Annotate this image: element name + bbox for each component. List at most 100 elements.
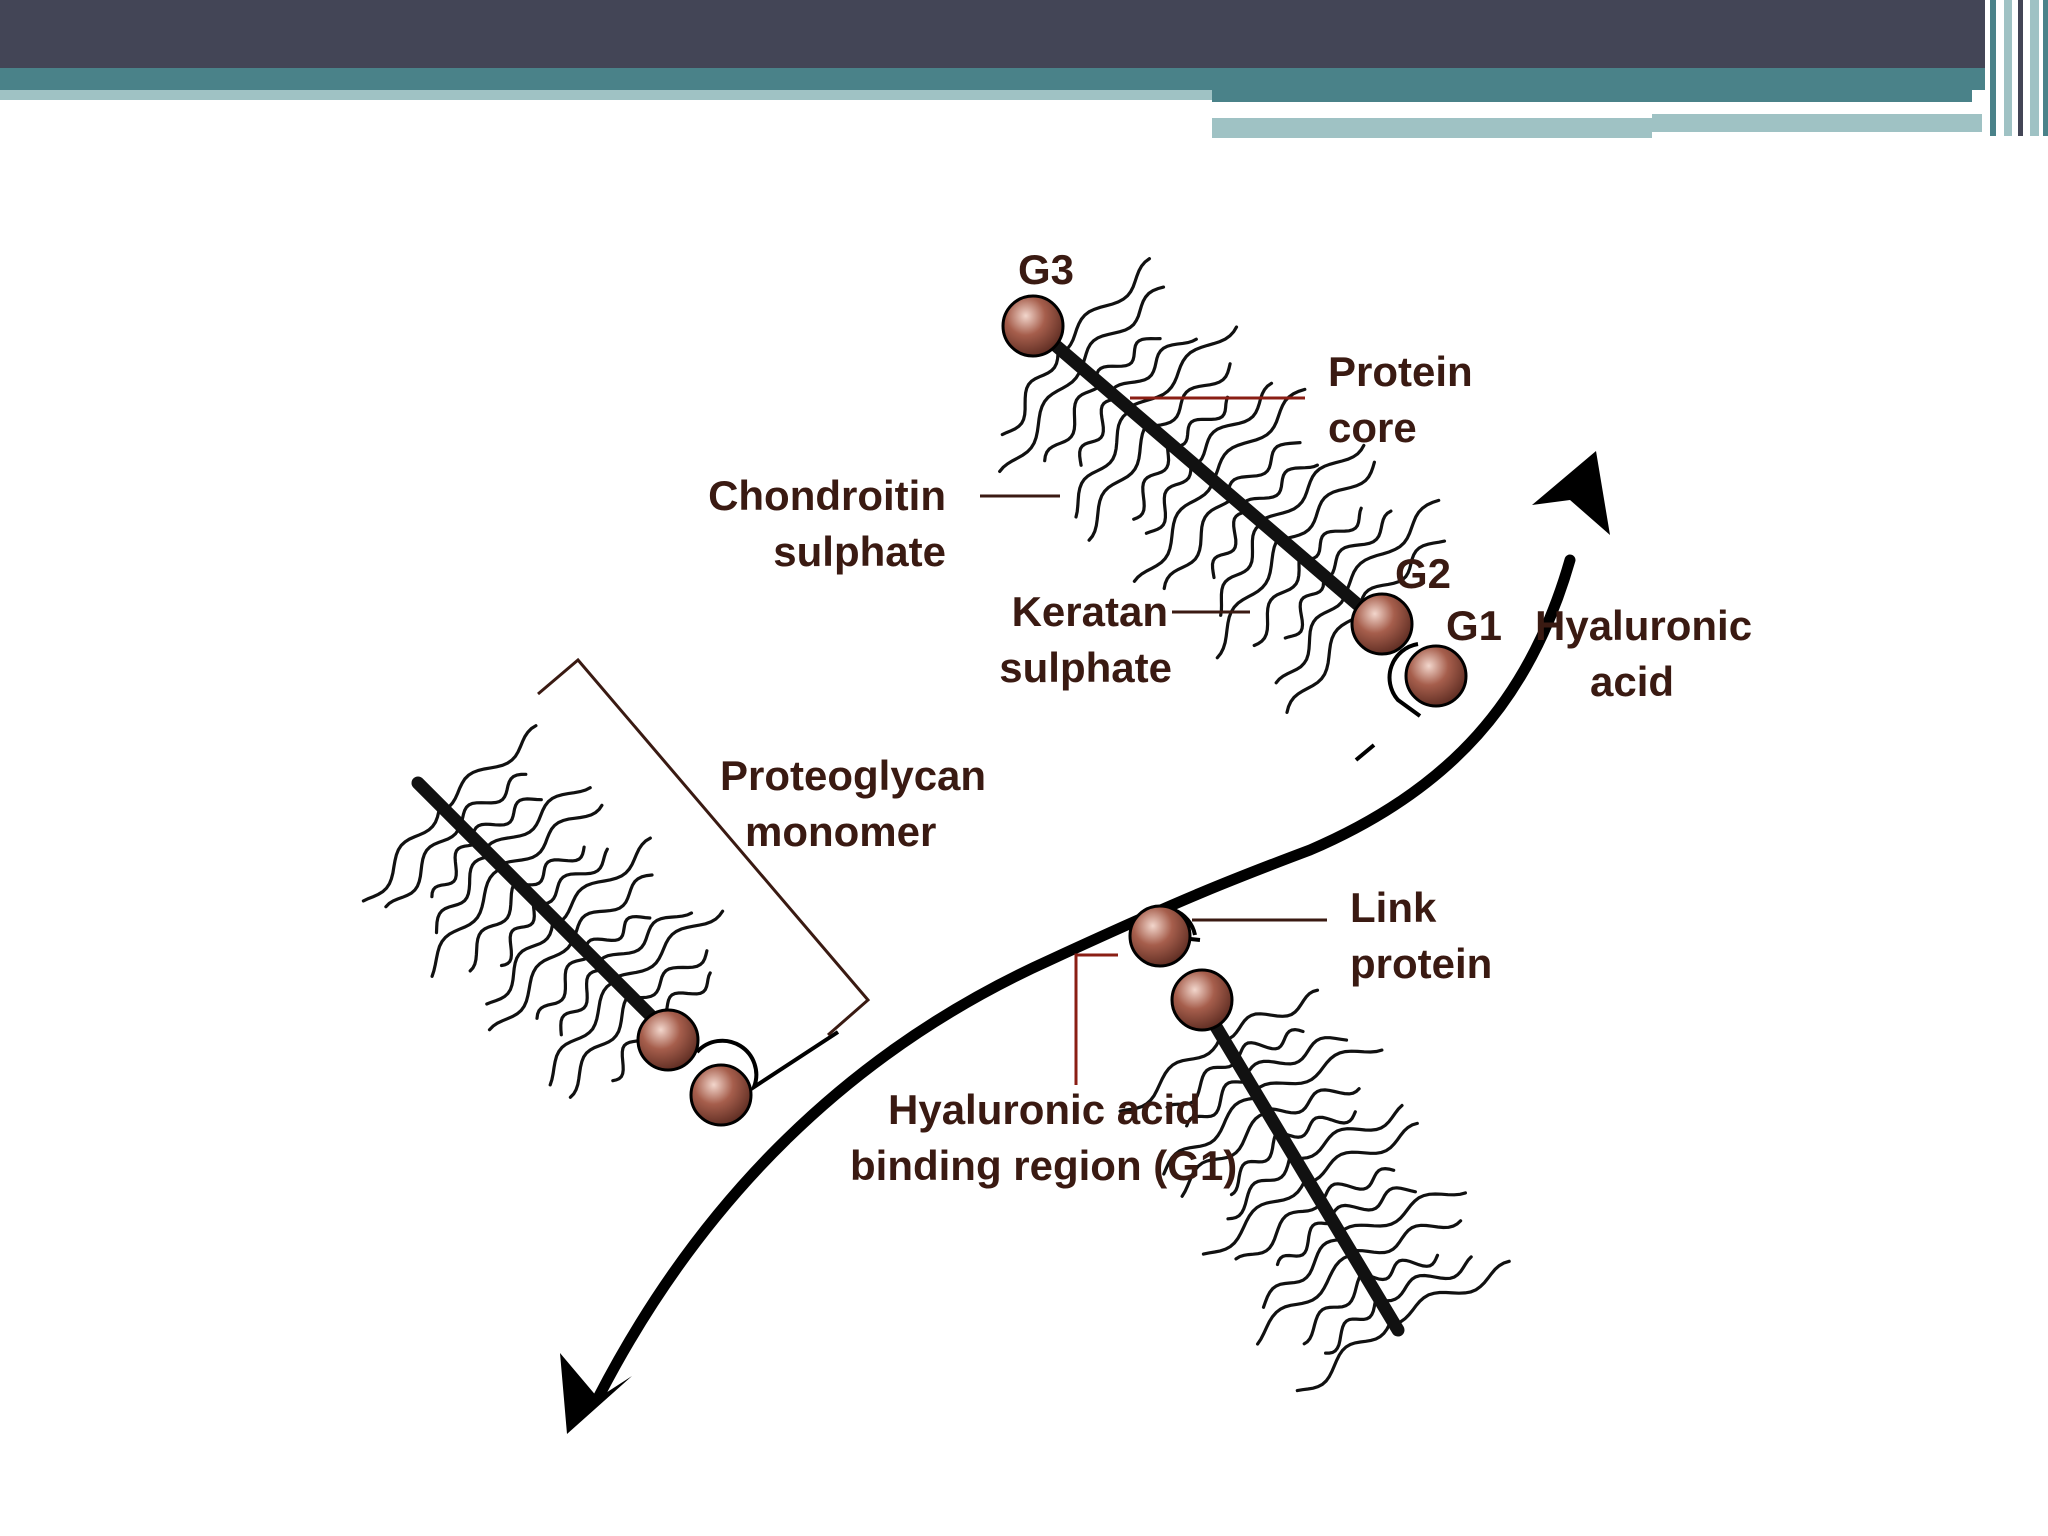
g1-domain-left <box>689 1063 753 1127</box>
label-chondroitin-2: sulphate <box>773 528 946 575</box>
gag-chain <box>1324 1291 1379 1355</box>
arrowhead-bottom <box>560 1353 632 1434</box>
gag-chain <box>1162 495 1235 591</box>
gag-chain <box>1364 1253 1440 1282</box>
gag-chain <box>1350 1219 1463 1255</box>
gag-chain <box>1339 1191 1467 1234</box>
label-proteoglycan-2: monomer <box>745 808 936 855</box>
gag-chain <box>1118 1032 1224 1113</box>
gag-chain <box>1043 383 1103 463</box>
leader-lines <box>537 396 1327 1085</box>
gag-chain <box>1279 1110 1357 1139</box>
gag-chain <box>1226 441 1302 495</box>
gag-chain <box>384 823 462 909</box>
gag-chain <box>1219 521 1265 617</box>
label-g3: G3 <box>1018 246 1074 293</box>
gag-chain <box>1144 459 1193 535</box>
gag-chain <box>430 866 504 978</box>
gag-chain <box>1215 535 1281 660</box>
gag-chain <box>583 914 652 953</box>
gag-chain <box>1132 439 1171 521</box>
g2-domain-left <box>636 1008 700 1072</box>
gag-chain <box>535 954 592 1020</box>
label-link-1: Link <box>1350 884 1437 931</box>
gag-chain <box>516 845 586 887</box>
gag-chain <box>1235 1027 1305 1061</box>
labels: G3 Protein core Chondroitin sulphate G2 … <box>708 246 1752 1189</box>
gag-chain <box>1000 346 1060 437</box>
arrowhead-top <box>1532 451 1610 535</box>
gag-chain <box>1094 336 1162 382</box>
gag-chain <box>1171 395 1230 449</box>
gag-chain <box>1265 1087 1361 1115</box>
gag-chain <box>1180 1110 1271 1198</box>
gag-chain <box>1258 443 1366 523</box>
gag-chain <box>1275 1220 1337 1267</box>
gag-chain <box>559 967 606 1037</box>
gag-chain <box>1358 539 1447 608</box>
label-link-2: protein <box>1350 940 1492 987</box>
gag-chain <box>1162 1095 1262 1176</box>
label-chondroitin-1: Chondroitin <box>708 472 946 519</box>
gag-chain <box>498 803 604 867</box>
label-habr-1: Hyaluronic acid <box>888 1086 1201 1133</box>
gag-chain <box>1132 479 1215 583</box>
gag-chain <box>548 979 617 1087</box>
gag-chain <box>1165 1057 1239 1109</box>
gag-chain <box>1210 509 1251 580</box>
g1-domain-bottom <box>1128 904 1192 968</box>
gag-chain <box>1325 509 1393 580</box>
gag-chain <box>1252 552 1301 648</box>
gag-chain <box>1074 408 1133 519</box>
gag-chain <box>1256 1252 1356 1346</box>
label-proteoglycan-1: Proteoglycan <box>720 752 986 799</box>
gag-chain <box>1261 1237 1347 1309</box>
gag-chain <box>568 993 631 1099</box>
header-bars <box>0 0 2048 140</box>
gag-chain <box>1148 362 1232 429</box>
gag-chain <box>1379 1255 1473 1303</box>
gag-chain <box>1211 387 1307 483</box>
label-keratan-1: Keratan <box>1012 588 1168 635</box>
gag-chain <box>1320 1166 1396 1203</box>
gag-chain <box>1109 337 1198 395</box>
label-hyaluronic-2: acid <box>1590 658 1674 705</box>
gag-chain <box>1302 1269 1366 1346</box>
g2-domain-bottom <box>1170 968 1234 1032</box>
gag-chain <box>537 847 609 906</box>
protein-core-left <box>411 776 679 1044</box>
gag-chain <box>1061 257 1151 354</box>
gag-chain <box>1295 1316 1394 1393</box>
gag-chain <box>1393 1259 1511 1326</box>
gag-chain <box>1280 460 1376 542</box>
gag-chain <box>361 803 442 903</box>
label-g2: G2 <box>1395 550 1451 597</box>
g1-domain-top <box>1404 644 1468 708</box>
gag-chain <box>1193 381 1274 467</box>
protein-cores <box>411 319 1405 1337</box>
label-g1: G1 <box>1446 602 1502 649</box>
label-habr-2: binding region (G1) <box>850 1142 1237 1189</box>
gag-chain <box>1078 396 1119 467</box>
gag-chain <box>1226 1149 1294 1221</box>
gag-chain <box>458 772 528 827</box>
globular-domains <box>636 294 1468 1127</box>
gag-chain <box>596 911 694 966</box>
gag-chain <box>468 879 518 973</box>
gag-chain <box>998 366 1083 473</box>
gag-chain <box>1343 498 1441 596</box>
gag-chain <box>1244 1036 1349 1077</box>
gag-chain <box>499 897 536 968</box>
gag-chain <box>483 786 592 852</box>
protein-core-top <box>1026 319 1385 629</box>
gag-chain <box>1087 422 1149 542</box>
gag-chain <box>1294 1103 1404 1160</box>
gag-chain <box>611 909 725 981</box>
label-keratan-2: sulphate <box>999 644 1172 691</box>
label-protein-core-1: Protein <box>1328 348 1473 395</box>
protein-core-bottom <box>1193 993 1405 1337</box>
gag-chain <box>443 724 538 812</box>
gag-chain <box>1229 1128 1281 1197</box>
gag-chain <box>487 937 575 1032</box>
